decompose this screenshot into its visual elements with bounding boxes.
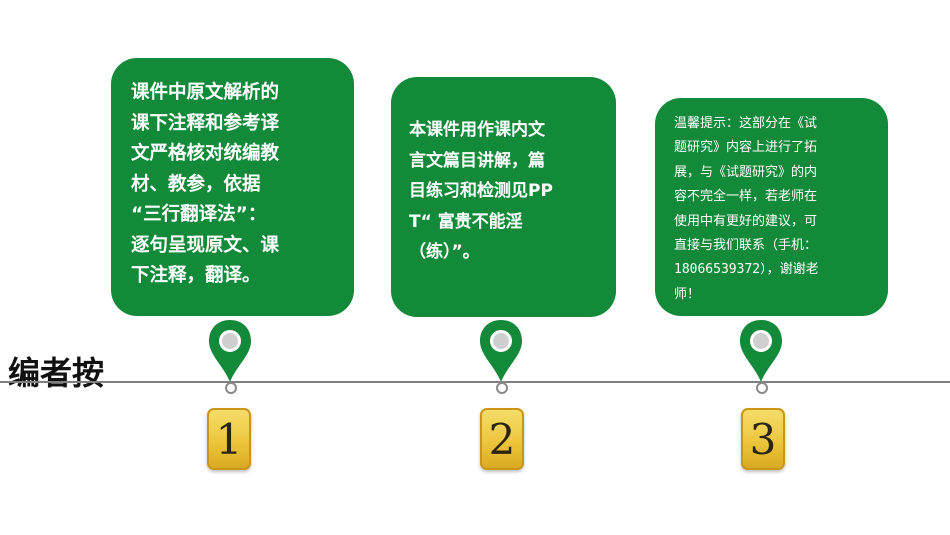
timeline-line bbox=[0, 381, 950, 383]
step-number-2: 2 bbox=[480, 408, 524, 470]
step-number-3: 3 bbox=[741, 408, 785, 470]
callout-text-2: 本课件用作课内文 言文篇目讲解，篇 目练习和检测见PP T“ 富贵不能淫 （练）… bbox=[409, 120, 553, 262]
timeline-dot-2 bbox=[496, 382, 508, 394]
step-number-1: 1 bbox=[207, 408, 251, 470]
page-title: 编者按 bbox=[8, 354, 105, 392]
map-pin-icon bbox=[740, 320, 782, 382]
callout-bubble-2: 本课件用作课内文 言文篇目讲解，篇 目练习和检测见PP T“ 富贵不能淫 （练）… bbox=[391, 77, 616, 317]
timeline-dot-1 bbox=[225, 382, 237, 394]
map-pin-icon bbox=[480, 320, 522, 382]
timeline-dot-3 bbox=[756, 382, 768, 394]
map-pin-icon bbox=[209, 320, 251, 382]
callout-bubble-3: 温馨提示：这部分在《试 题研究》内容上进行了拓 展，与《试题研究》的内 容不完全… bbox=[655, 98, 888, 316]
callout-bubble-1: 课件中原文解析的 课下注释和参考译 文严格核对统编教 材、教参，依据 “三行翻译… bbox=[111, 58, 354, 316]
callout-text-1: 课件中原文解析的 课下注释和参考译 文严格核对统编教 材、教参，依据 “三行翻译… bbox=[131, 82, 280, 286]
callout-text-3: 温馨提示：这部分在《试 题研究》内容上进行了拓 展，与《试题研究》的内 容不完全… bbox=[674, 116, 819, 302]
